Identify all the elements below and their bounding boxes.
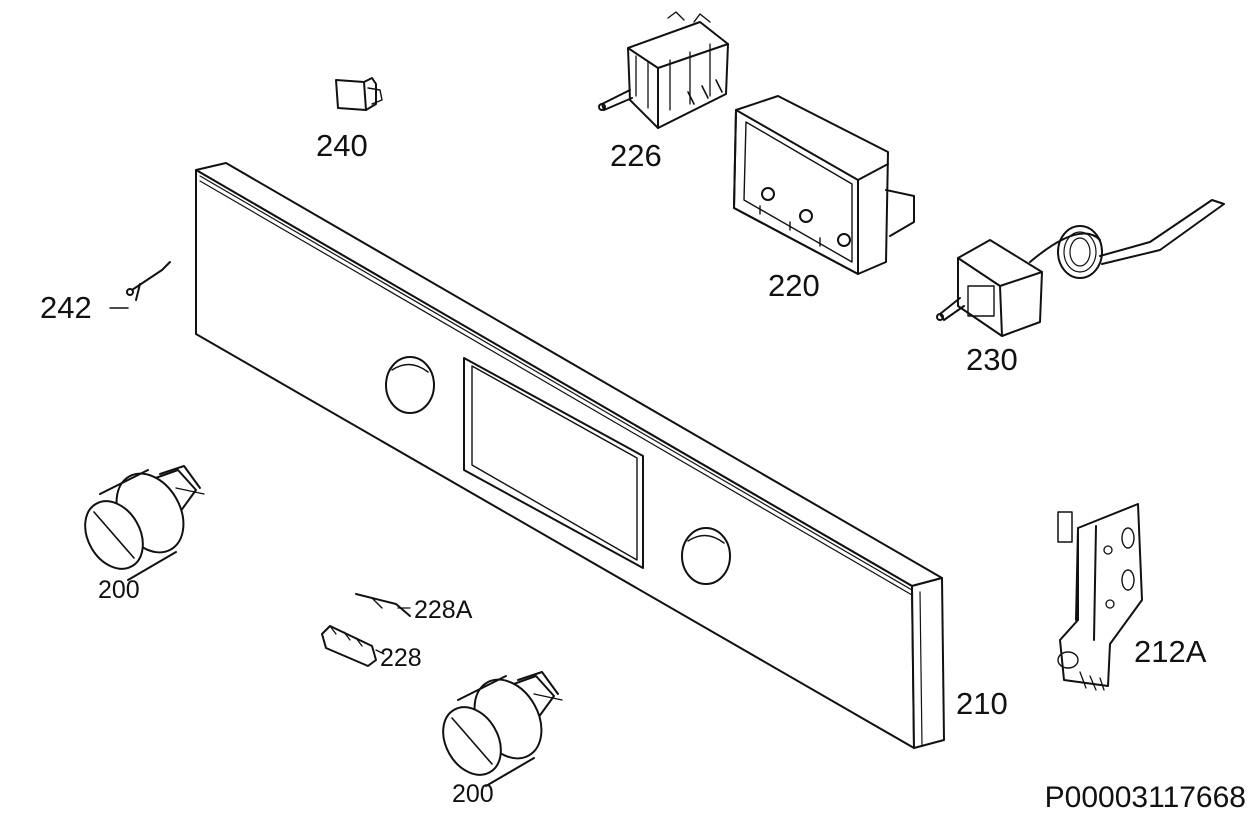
selector-switch-226 [598,11,729,129]
knob-hole-left [385,356,435,414]
drawing-number: P00003117668 [1044,781,1246,814]
callout-210: 210 [956,686,1008,721]
callout-212A: 212A [1134,634,1207,669]
display-window [463,357,644,569]
callout-200-left: 200 [98,576,140,604]
button-part-240 [335,77,383,111]
bracket-212A [1057,503,1143,691]
spring-wire-228A [355,593,411,617]
display-housing-220 [733,95,915,275]
callout-230: 230 [966,342,1018,377]
callout-228A: 228A [414,596,473,624]
clip-part-228 [321,625,385,667]
callout-220: 220 [768,268,820,303]
knob-200-left [84,465,205,581]
thermostat-230 [936,199,1225,337]
wire-part-242 [109,261,171,309]
control-panel-210 [195,162,945,749]
knob-hole-right [681,527,731,585]
callout-228: 228 [380,644,422,672]
callout-200-bottom: 200 [452,780,494,808]
knob-200-bottom [442,671,563,787]
callout-240: 240 [316,128,368,163]
callout-242: 242 [40,290,92,325]
callout-226: 226 [610,138,662,173]
